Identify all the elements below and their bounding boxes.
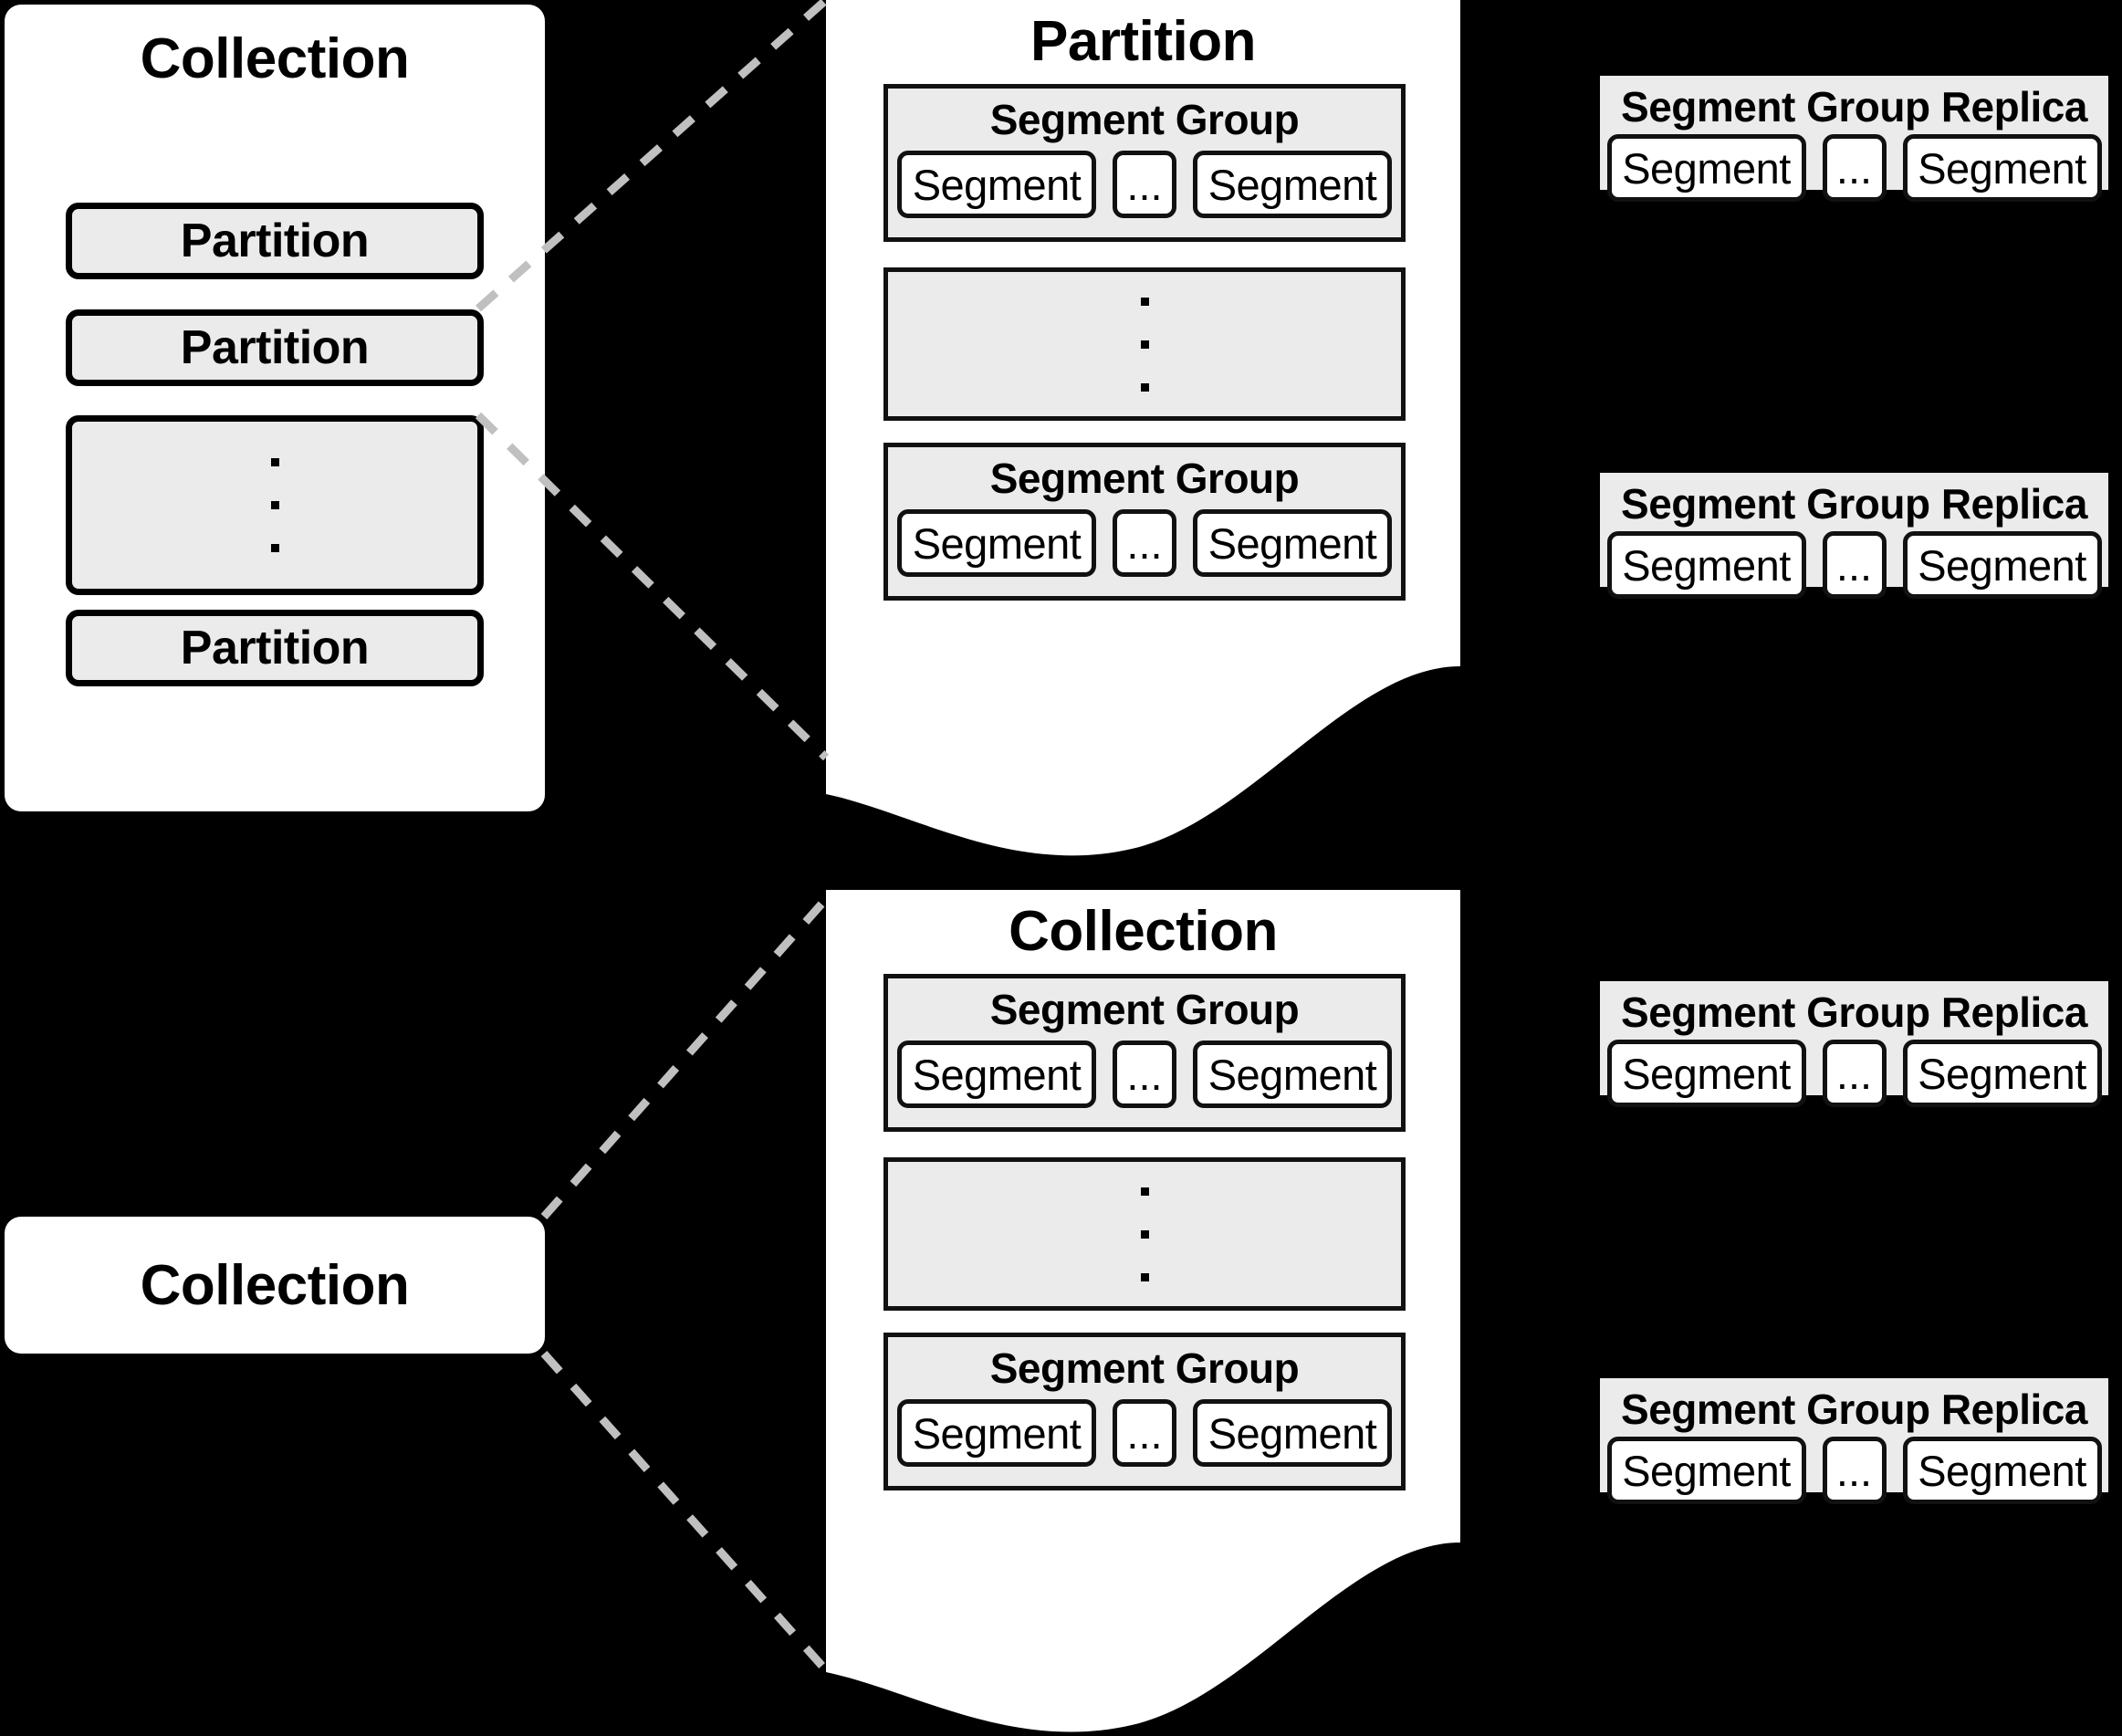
segment-row: Segment ... Segment [888, 1399, 1401, 1468]
segment-box[interactable]: Segment [1606, 1437, 1806, 1505]
collection-sheet-content: Collection Segment Group Segment ... Seg… [826, 890, 1460, 1725]
segment-group-bottom-2[interactable]: Segment Group Segment ... Segment [883, 1333, 1406, 1490]
segment-group-replica-title: Segment Group Replica [1621, 83, 2087, 131]
ellipsis-dot [270, 458, 279, 466]
collection-card-bottom-title: Collection [140, 1253, 410, 1317]
segment-box[interactable]: Segment [1902, 1437, 2102, 1505]
segment-box[interactable]: Segment [897, 1399, 1096, 1468]
segment-group-top-1[interactable]: Segment Group Segment ... Segment [883, 84, 1406, 242]
segment-group-title: Segment Group [989, 96, 1300, 143]
partition-sheet-title: Partition [1030, 10, 1256, 73]
segment-group-bottom-1[interactable]: Segment Group Segment ... Segment [883, 974, 1406, 1132]
collection-card-top-title: Collection [140, 27, 410, 90]
segment-group-replica-title: Segment Group Replica [1621, 988, 2087, 1036]
segment-box[interactable]: Segment [1193, 1041, 1392, 1109]
segment-box[interactable]: Segment [1606, 134, 1806, 203]
segment-ellipsis-box: ... [1113, 509, 1176, 578]
segment-group-title: Segment Group [989, 1344, 1300, 1392]
segment-box[interactable]: Segment [897, 1041, 1096, 1109]
partition-row-1[interactable]: Partition [66, 203, 484, 279]
segment-ellipsis-box: ... [1822, 1437, 1887, 1505]
segment-row: Segment ... Segment [1600, 1437, 2108, 1505]
segment-box[interactable]: Segment [1193, 1399, 1392, 1468]
segment-ellipsis-box: ... [1822, 531, 1887, 600]
segment-group-replica-bottom-1[interactable]: Segment Group Replica Segment ... Segmen… [1600, 981, 2108, 1108]
segment-box[interactable]: Segment [1902, 531, 2102, 600]
segment-ellipsis-box: ... [1113, 151, 1176, 219]
segment-box[interactable]: Segment [897, 151, 1096, 219]
segment-group-replica-bottom-2[interactable]: Segment Group Replica Segment ... Segmen… [1600, 1378, 2108, 1505]
segment-group-title: Segment Group [989, 986, 1300, 1033]
segment-ellipsis-box: ... [1822, 1040, 1887, 1108]
segment-row: Segment ... Segment [1600, 134, 2108, 203]
ellipsis-dot [270, 501, 279, 509]
segment-groups-ellipsis-top [883, 267, 1406, 421]
segment-box[interactable]: Segment [1606, 531, 1806, 600]
segment-box[interactable]: Segment [1606, 1040, 1806, 1108]
segment-ellipsis-box: ... [1822, 134, 1887, 203]
collection-sheet-title: Collection [1009, 900, 1278, 963]
segment-row: Segment ... Segment [888, 1041, 1401, 1109]
segment-box[interactable]: Segment [1902, 1040, 2102, 1108]
ellipsis-dot [270, 544, 279, 552]
partition-row-2[interactable]: Partition [66, 309, 484, 386]
segment-group-replica-title: Segment Group Replica [1621, 1386, 2087, 1433]
ellipsis-dot [1140, 297, 1149, 306]
segment-group-replica-top-2[interactable]: Segment Group Replica Segment ... Segmen… [1600, 473, 2108, 600]
partition-row-4[interactable]: Partition [66, 610, 484, 686]
segment-row: Segment ... Segment [888, 509, 1401, 578]
segment-box[interactable]: Segment [897, 509, 1096, 578]
segment-box[interactable]: Segment [1193, 509, 1392, 578]
segment-group-replica-top-1[interactable]: Segment Group Replica Segment ... Segmen… [1600, 76, 2108, 203]
collection-card-bottom[interactable]: Collection [5, 1217, 545, 1354]
segment-groups-ellipsis-bottom [883, 1157, 1406, 1311]
connector-dashed-bottom-upper [540, 896, 830, 1219]
ellipsis-dot [1140, 382, 1149, 392]
ellipsis-dot [1140, 1187, 1149, 1196]
segment-group-title: Segment Group [989, 455, 1300, 502]
segment-group-top-2[interactable]: Segment Group Segment ... Segment [883, 443, 1406, 601]
segment-row: Segment ... Segment [888, 151, 1401, 219]
partition-rows-ellipsis [66, 415, 484, 595]
segment-ellipsis-box: ... [1113, 1041, 1176, 1109]
ellipsis-dot [1140, 1272, 1149, 1281]
ellipsis-dot [1140, 1229, 1149, 1239]
collection-card-top: Collection Partition Partition Partition [5, 5, 545, 811]
ellipsis-dot [1140, 340, 1149, 349]
segment-box[interactable]: Segment [1902, 134, 2102, 203]
segment-group-replica-title: Segment Group Replica [1621, 480, 2087, 528]
partition-sheet-content: Partition Segment Group Segment ... Segm… [826, 0, 1460, 849]
segment-ellipsis-box: ... [1113, 1399, 1176, 1468]
connector-dashed-bottom-lower [540, 1351, 830, 1673]
segment-row: Segment ... Segment [1600, 531, 2108, 600]
segment-row: Segment ... Segment [1600, 1040, 2108, 1108]
segment-box[interactable]: Segment [1193, 151, 1392, 219]
